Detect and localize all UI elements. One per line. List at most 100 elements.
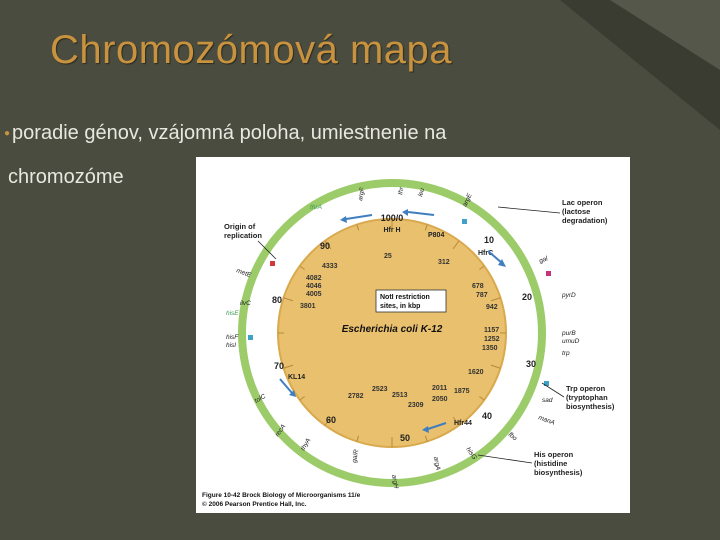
- gene-label: fbo: [507, 431, 519, 442]
- gene-label: tolC: [254, 393, 268, 405]
- his-operon-label: biosynthesis): [534, 468, 583, 477]
- kbp-site: 4046: [306, 283, 322, 290]
- minute-mark: 20: [522, 292, 532, 302]
- ring-tick: [299, 396, 305, 401]
- lac-operon-label: degradation): [562, 216, 608, 225]
- hfr-arrowheads: [289, 209, 506, 433]
- bullet-point: ●poradie génov, vzájomná poloha, umiestn…: [4, 122, 446, 145]
- gene-label: galR: [351, 449, 360, 464]
- ring-tick: [424, 224, 428, 231]
- kbp-site: 787: [476, 292, 488, 299]
- hfr-label: Hfr H: [383, 227, 400, 234]
- gene-label: argH: [390, 474, 399, 489]
- annotations: Origin of replication Lac operon (lactos…: [224, 198, 615, 477]
- trp-operon-label: (tryptophan: [566, 393, 608, 402]
- hfr-label: HfrC: [478, 250, 493, 257]
- kbp-site: 1620: [468, 369, 484, 376]
- kbp-site: 2309: [408, 402, 424, 409]
- slide-title: Chromozómová mapa: [50, 28, 452, 72]
- figure-caption: © 2006 Pearson Prentice Hall, Inc.: [202, 500, 307, 508]
- minute-mark: 60: [326, 415, 336, 425]
- gene-label: sad: [542, 397, 553, 404]
- ring-tick: [490, 297, 501, 302]
- kbp-site: 942: [486, 304, 498, 311]
- minute-mark: 30: [526, 359, 536, 369]
- restriction-box: [375, 289, 447, 313]
- trp-operon-label: biosynthesis): [566, 402, 615, 411]
- gene-label: thr: [397, 186, 405, 196]
- figure-caption: Figure 10-42 Brock Biology of Microorgan…: [202, 492, 361, 499]
- gene-label: leu: [417, 187, 426, 198]
- ring-tick: [490, 364, 501, 369]
- ring-tick: [479, 396, 485, 401]
- ring-tick: [356, 224, 360, 231]
- kbp-site: 2523: [372, 386, 388, 393]
- kbp-site: 1252: [484, 336, 500, 343]
- kbp-site: 4082: [306, 275, 322, 282]
- outer-ring: [238, 179, 546, 487]
- gene-label: hisI: [226, 342, 236, 349]
- organism-name: Escherichia coli K-12: [342, 324, 443, 335]
- ring-tick: [452, 416, 460, 426]
- gene-label: thyA: [300, 437, 313, 452]
- ring-ticks: [278, 219, 506, 447]
- hfr-label: P804: [428, 232, 444, 239]
- gene-label: purB: [561, 330, 576, 337]
- kbp-site: 4333: [322, 263, 338, 270]
- kbp-site: 1157: [484, 327, 499, 334]
- ring-tick: [324, 240, 332, 250]
- kbp-site: 1350: [482, 345, 498, 352]
- gene-label: ilvC: [240, 300, 251, 307]
- gene-label: hisE: [226, 310, 239, 317]
- ring-tick: [424, 435, 428, 442]
- minute-mark: 90: [320, 241, 330, 251]
- kbp-site: 2011: [432, 385, 447, 392]
- ring-tick: [479, 265, 485, 270]
- ring-tick: [283, 297, 294, 302]
- hfr-arrows: [279, 211, 503, 430]
- gene-label: metE: [235, 267, 252, 279]
- hfr-label: KL14: [288, 374, 305, 381]
- his-operon-label: (histidine: [534, 459, 567, 468]
- minute-mark: 10: [484, 235, 494, 245]
- minute-mark: 100/0: [381, 213, 404, 223]
- origin-label: replication: [224, 231, 262, 240]
- kbp-site: 2782: [348, 393, 364, 400]
- bullet-text: poradie génov, vzájomná poloha, umiestne…: [12, 122, 447, 144]
- kbp-site: 2050: [432, 396, 448, 403]
- kbp-site: 1875: [454, 388, 470, 395]
- minute-mark: 40: [482, 411, 492, 421]
- ring-tick: [452, 240, 460, 250]
- trp-operon-label: Trp operon: [566, 384, 606, 393]
- chromosome-map-figure: 100/0 10 20 30 40 50 60 70 80 90 Hfr H H…: [196, 157, 630, 513]
- kbp-site: 2513: [392, 392, 408, 399]
- bullet-continuation: chromozóme: [8, 166, 124, 188]
- ring-tick: [283, 364, 294, 369]
- gene-label: hisF: [226, 334, 239, 341]
- hfr-label: Hfr44: [454, 420, 472, 427]
- restriction-box-line: NotI restriction: [380, 294, 430, 301]
- kbp-site: 678: [472, 283, 484, 290]
- kbp-site: 312: [438, 259, 450, 266]
- ring-tick: [356, 435, 360, 442]
- his-operon-label: His operon: [534, 450, 574, 459]
- minute-mark: 70: [274, 361, 284, 371]
- lac-operon-label: (lactose: [562, 207, 590, 216]
- gene-label: thrA: [310, 204, 322, 211]
- gene-label: argA: [432, 456, 441, 471]
- restriction-box-line: sites, in kbp: [380, 303, 420, 310]
- gene-label: umuD: [562, 338, 580, 345]
- gene-label: manA: [537, 414, 555, 426]
- chromosome-map-svg: 100/0 10 20 30 40 50 60 70 80 90 Hfr H H…: [202, 179, 615, 508]
- gene-label: pyrD: [561, 292, 576, 299]
- ring-tick: [324, 416, 332, 426]
- leader-lines: [257, 206, 565, 464]
- minute-mark: 50: [400, 433, 410, 443]
- gene-label: argF: [357, 186, 366, 201]
- lac-operon-label: Lac operon: [562, 198, 603, 207]
- kbp-site: 3801: [300, 303, 316, 310]
- gene-markers: [248, 219, 551, 386]
- ring-tick: [299, 265, 305, 270]
- kbp-site: 25: [384, 253, 392, 260]
- origin-label: Origin of: [224, 222, 256, 231]
